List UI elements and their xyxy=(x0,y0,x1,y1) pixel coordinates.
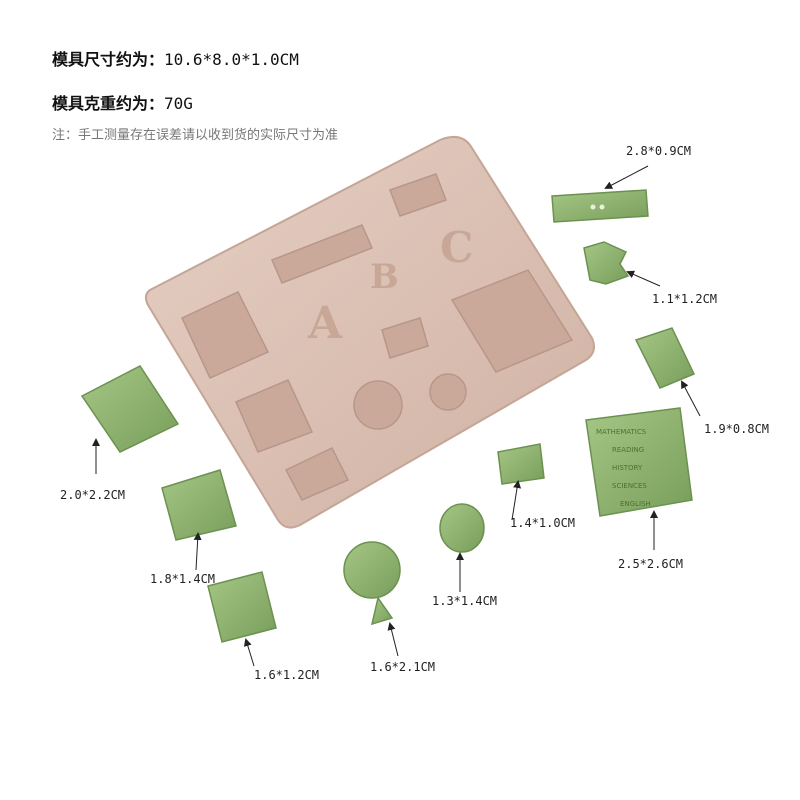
mold-letter-b: B xyxy=(370,257,399,297)
sharpener-piece xyxy=(497,443,545,485)
mold-size-label: 模具尺寸约为： xyxy=(52,50,165,69)
dimension-arrows xyxy=(92,165,701,667)
mold-letter-a: A xyxy=(307,298,343,349)
globe-stand xyxy=(370,596,394,626)
svg-text:HISTORY: HISTORY xyxy=(612,464,643,472)
size-label-books: 2.5*2.6CM xyxy=(618,557,684,571)
chalkboard-piece xyxy=(207,571,277,643)
letter-b-piece xyxy=(583,241,630,285)
books-piece xyxy=(585,407,693,517)
size-label-sharpener: 1.4*1.0CM xyxy=(510,516,576,530)
notebook-piece xyxy=(161,469,237,541)
globe-piece xyxy=(343,541,401,599)
sharpener-cavity xyxy=(381,317,429,359)
eraser-piece xyxy=(634,327,696,389)
calculator-cavity xyxy=(181,291,270,379)
size-label-notebook: 1.8*1.4CM xyxy=(150,572,216,586)
apple-piece xyxy=(439,503,485,553)
apple-cavity xyxy=(429,373,467,411)
svg-text:ENGLISH: ENGLISH xyxy=(620,500,651,508)
mold-size-value: 10.6*8.0*1.0CM xyxy=(164,50,299,69)
mold-size-line: 模具尺寸约为：10.6*8.0*1.0CM xyxy=(52,46,299,70)
measurement-note: 注：手工测量存在误差请以收到货的实际尺寸为准 xyxy=(52,128,339,143)
size-label-chalkboard: 1.6*1.2CM xyxy=(254,668,320,682)
mold-weight-label: 模具克重约为： xyxy=(52,94,165,113)
books-cavity xyxy=(450,269,574,373)
green-pieces xyxy=(80,189,696,643)
mold-weight-value: 70G xyxy=(164,94,193,113)
size-label-calculator: 2.0*2.2CM xyxy=(60,488,126,502)
notebook-cavity xyxy=(235,379,314,453)
mold-letter-c: C xyxy=(440,223,473,272)
svg-text:SCIENCES: SCIENCES xyxy=(612,482,647,490)
globe-cavity xyxy=(353,380,403,430)
size-label-letter-b: 1.1*1.2CM xyxy=(652,292,718,306)
book-titles: MATHEMATICS READING HISTORY SCIENCES ENG… xyxy=(596,428,651,508)
size-label-globe: 1.6*2.1CM xyxy=(370,660,436,674)
eraser-cavity xyxy=(389,173,447,217)
mold-weight-line: 模具克重约为：70G xyxy=(52,90,193,114)
size-label-eraser: 1.9*0.8CM xyxy=(704,422,770,436)
svg-text:READING: READING xyxy=(612,446,644,454)
size-label-ruler: 2.8*0.9CM xyxy=(626,144,692,158)
chalkboard-cavity xyxy=(284,447,350,501)
silicone-mold: A B C xyxy=(144,135,595,529)
svg-text:MATHEMATICS: MATHEMATICS xyxy=(596,428,647,436)
size-label-apple: 1.3*1.4CM xyxy=(432,594,498,608)
calculator-piece xyxy=(80,365,180,453)
ruler-cavity xyxy=(271,224,373,284)
